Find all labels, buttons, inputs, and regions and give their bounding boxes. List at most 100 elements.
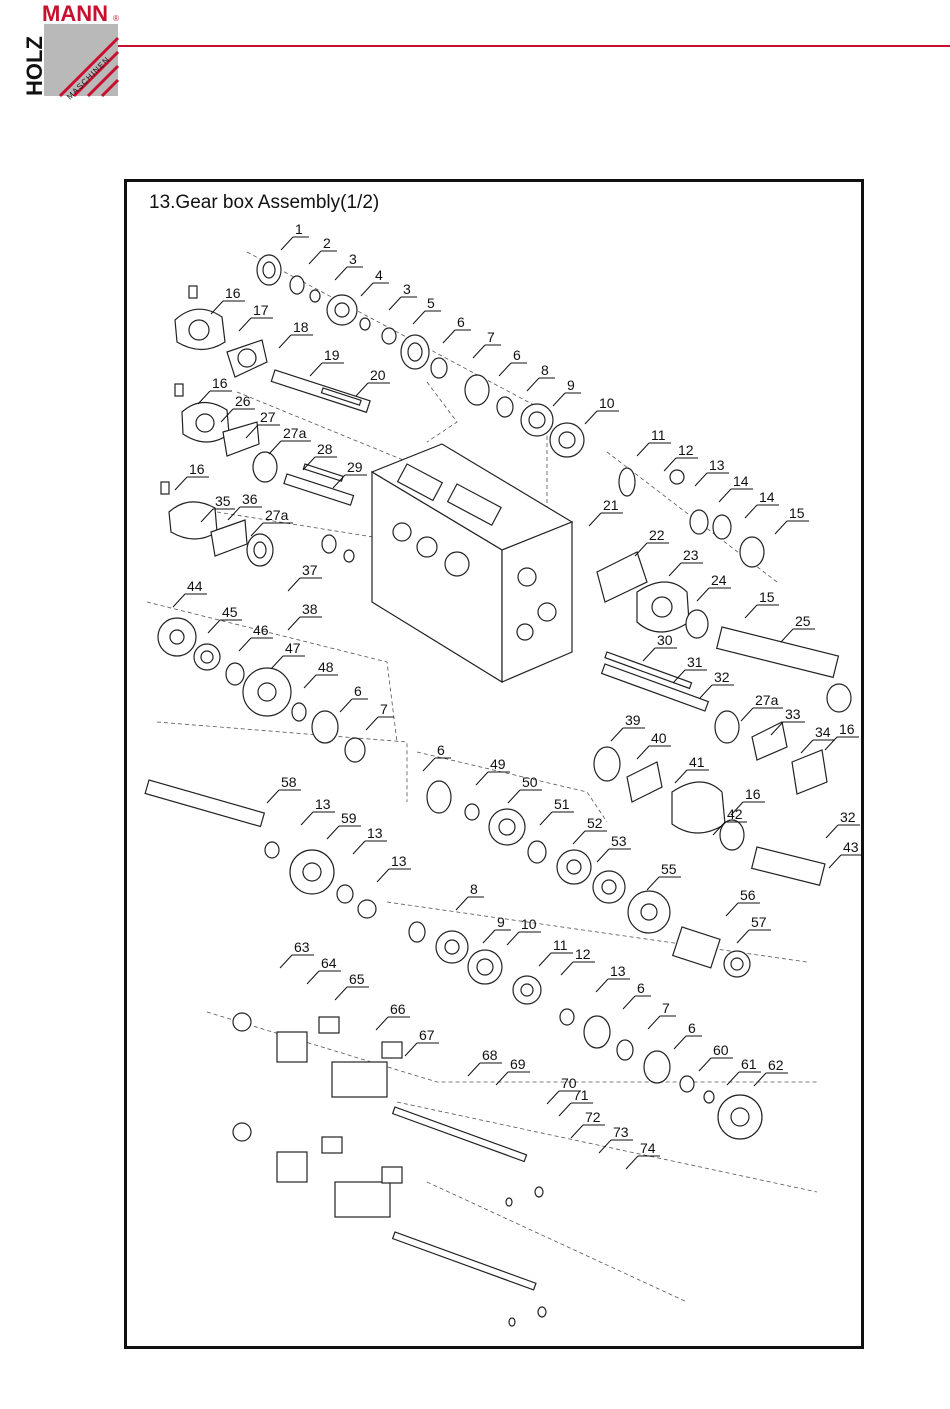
part-drawings <box>144 251 852 1327</box>
part-label-65: 59 <box>341 810 357 826</box>
part-label-78: 9 <box>497 914 505 930</box>
part-leader-line-86 <box>698 1057 712 1072</box>
brand-logo-graphic: MANN ® HOLZ MASCHINEN <box>22 1 120 101</box>
part-leader-line-35 <box>287 616 301 631</box>
part-label-22: 28 <box>317 441 333 457</box>
part-label-99: 73 <box>613 1124 629 1140</box>
part-leader-line-22 <box>302 456 316 471</box>
part-label-96: 70 <box>561 1075 577 1091</box>
part-leader-line-91 <box>334 986 348 1001</box>
part-leader-line-58 <box>674 769 688 784</box>
part-leader-line-9 <box>498 362 512 377</box>
part-leader-line-21 <box>268 440 282 455</box>
part-leader-line-4 <box>360 282 374 297</box>
part-leader-line-99 <box>598 1139 612 1154</box>
part-leader-line-29 <box>774 520 788 535</box>
part-leader-line-17 <box>355 382 369 397</box>
part-label-34: 37 <box>302 562 318 578</box>
part-label-88: 62 <box>768 1057 784 1073</box>
part-label-45: 48 <box>318 659 334 675</box>
part-leader-line-25 <box>663 457 677 472</box>
part-leader-line-87 <box>726 1071 740 1086</box>
part-leader-line-67 <box>376 868 390 883</box>
part-leader-line-95 <box>495 1071 509 1086</box>
part-label-91: 65 <box>349 971 365 987</box>
header-rule <box>118 45 950 47</box>
part-leader-line-13 <box>210 300 224 315</box>
part-label-89: 63 <box>294 939 310 955</box>
part-leader-line-27 <box>718 488 732 503</box>
part-leader-line-3 <box>334 266 348 281</box>
part-leader-line-37 <box>634 542 648 557</box>
part-leader-line-60 <box>712 821 726 836</box>
part-label-60: 42 <box>727 806 743 822</box>
part-label-11: 9 <box>567 377 575 393</box>
part-leader-line-65 <box>326 825 340 840</box>
part-label-21: 27a <box>283 425 307 441</box>
part-leader-line-44 <box>270 655 284 670</box>
part-label-63: 58 <box>281 774 297 790</box>
part-label-85: 6 <box>688 1020 696 1036</box>
middle-gear-train <box>408 780 763 1140</box>
diagram-title: 13.Gear box Assembly(1/2) <box>149 192 380 213</box>
part-label-44: 47 <box>285 640 301 656</box>
part-label-43: 46 <box>253 622 269 638</box>
part-label-66: 13 <box>367 825 383 841</box>
logo-box <box>44 24 118 96</box>
part-leader-line-98 <box>570 1124 584 1139</box>
part-label-83: 6 <box>637 980 645 996</box>
part-leader-line-88 <box>753 1072 767 1087</box>
part-leader-line-11 <box>552 392 566 407</box>
part-leader-line-18 <box>197 390 211 405</box>
part-leader-line-15 <box>278 334 292 349</box>
part-leader-line-84 <box>647 1015 661 1030</box>
part-leader-line-77 <box>455 896 469 911</box>
part-leader-line-76 <box>736 929 750 944</box>
part-label-92: 66 <box>390 1001 406 1017</box>
part-label-14: 17 <box>253 302 269 318</box>
part-leader-line-79 <box>506 931 520 946</box>
part-leader-line-82 <box>595 978 609 993</box>
part-leader-line-93 <box>404 1042 418 1057</box>
part-label-72: 52 <box>587 815 603 831</box>
part-label-90: 64 <box>321 955 337 971</box>
part-leader-line-26 <box>694 472 708 487</box>
part-leader-line-59 <box>730 801 744 816</box>
part-leader-line-50 <box>699 684 713 699</box>
part-label-50: 32 <box>714 669 730 685</box>
part-label-75: 56 <box>740 887 756 903</box>
part-leader-line-53 <box>770 721 784 736</box>
part-leader-line-89 <box>279 954 293 969</box>
shift-fork-parts <box>232 1012 547 1327</box>
part-leader-line-61 <box>825 824 839 839</box>
part-leader-line-48 <box>642 647 656 662</box>
part-label-58: 41 <box>689 754 705 770</box>
part-label-76: 57 <box>751 914 767 930</box>
part-leader-line-64 <box>300 811 314 826</box>
brand-name: MANN <box>42 1 108 26</box>
part-leader-line-78 <box>482 929 496 944</box>
part-leader-line-19 <box>220 408 234 423</box>
part-label-40: 15 <box>759 589 775 605</box>
part-leader-line-94 <box>467 1062 481 1077</box>
part-label-32: 36 <box>242 491 258 507</box>
gearbox-housing <box>370 443 574 684</box>
part-label-73: 53 <box>611 833 627 849</box>
part-label-4: 4 <box>375 267 383 283</box>
part-label-27: 14 <box>733 473 749 489</box>
part-callouts: 1234356768910161718192016262727a28291112… <box>172 221 861 1170</box>
part-label-52: 27a <box>755 692 779 708</box>
part-leader-line-100 <box>625 1155 639 1170</box>
part-label-36: 21 <box>603 497 619 513</box>
part-leader-line-57 <box>636 745 650 760</box>
part-label-98: 72 <box>585 1109 601 1125</box>
part-leader-line-36 <box>588 512 602 527</box>
part-label-95: 69 <box>510 1056 526 1072</box>
part-leader-line-14 <box>238 317 252 332</box>
part-leader-line-75 <box>725 902 739 917</box>
part-label-9: 6 <box>513 347 521 363</box>
brand-logo: MANN ® HOLZ MASCHINEN <box>0 0 140 110</box>
part-label-62: 43 <box>843 839 859 855</box>
part-label-55: 16 <box>839 721 855 737</box>
part-label-25: 12 <box>678 442 694 458</box>
